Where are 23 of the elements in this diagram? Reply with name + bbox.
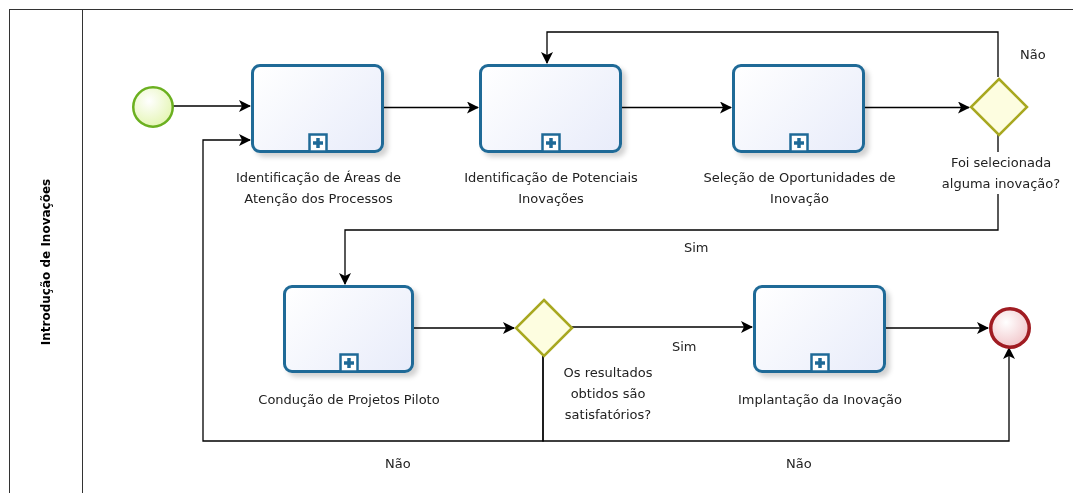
- sequence-arrow: [571, 321, 753, 333]
- sequence-arrow: [541, 31, 999, 78]
- edge-label: Não: [784, 456, 814, 471]
- pool: [9, 9, 1073, 493]
- task-label: Identificação de Potenciais Inovações: [463, 169, 639, 208]
- sequence-arrow: [202, 134, 544, 442]
- task-label: Seleção de Oportunidades de Inovação: [702, 169, 897, 208]
- task-label: Identificação de Áreas de Atenção dos Processos: [235, 169, 402, 208]
- sequence-arrow: [412, 322, 515, 334]
- edge-label: Não: [383, 456, 413, 471]
- sequence-arrow: [339, 134, 999, 285]
- sequence-arrow: [382, 101, 479, 114]
- sequence-arrow: [863, 101, 970, 114]
- pool-title: Introdução de Inovações: [39, 178, 53, 346]
- edge-label: Não: [1018, 47, 1048, 62]
- edge-label: Sim: [682, 240, 711, 255]
- task-label: Condução de Projetos Piloto: [257, 391, 441, 409]
- sequence-arrow: [620, 101, 732, 114]
- sequence-arrow: [542, 347, 1015, 442]
- sequence-arrow: [172, 100, 251, 112]
- edge-label: Sim: [670, 339, 699, 354]
- task-label: Implantação da Inovação: [737, 391, 903, 409]
- sequence-arrow: [884, 322, 989, 334]
